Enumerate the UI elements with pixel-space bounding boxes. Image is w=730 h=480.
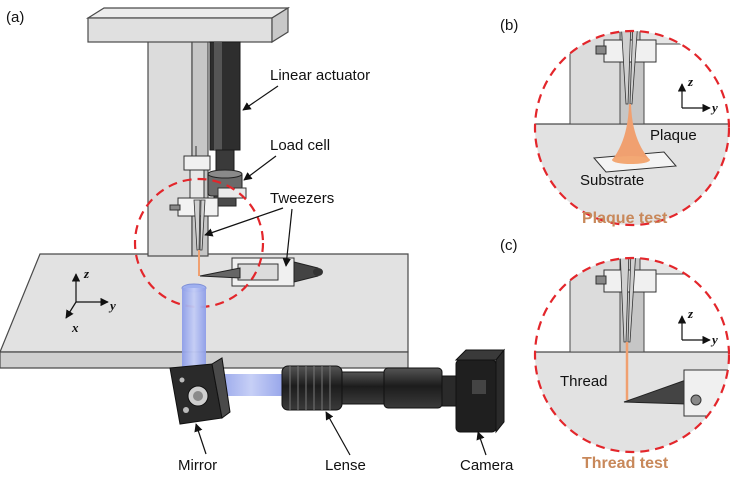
label-linear-actuator: Linear actuator [270, 67, 370, 84]
label-lense: Lense [325, 457, 366, 474]
leader-tweezers-lower [282, 208, 293, 267]
axis-y-label: y [108, 298, 116, 313]
label-tweezers: Tweezers [270, 190, 334, 207]
label-plaque: Plaque [650, 127, 697, 144]
leader-load-cell [243, 155, 277, 181]
leader-mirror [194, 423, 207, 455]
plaque-test-inset [535, 31, 729, 225]
label-thread: Thread [560, 373, 608, 390]
leader-lense [325, 411, 351, 456]
caption-thread-test: Thread test [582, 455, 669, 472]
main-coordinate-axes: z y x [65, 266, 116, 335]
thread-coordinate-axes: z y [677, 306, 718, 347]
highlight-dashed-circle [133, 177, 265, 309]
plaque-axis-y: y [710, 100, 718, 115]
axis-x-label: x [71, 320, 79, 335]
linear-actuator [209, 41, 241, 173]
panel-label-a: (a) [6, 9, 24, 26]
upper-tweezers [193, 199, 206, 276]
mirror [169, 357, 231, 425]
plaque-coordinate-axes: z y [677, 74, 718, 115]
label-mirror: Mirror [178, 457, 217, 474]
panel-label-b: (b) [500, 17, 518, 34]
plaque-dashed-circle [533, 29, 730, 227]
vertical-column [147, 39, 209, 257]
thread-axis-z: z [687, 306, 694, 321]
camera [441, 348, 506, 434]
leader-camera [476, 431, 487, 456]
leader-linear-actuator [242, 85, 279, 111]
thread-test-inset [535, 258, 729, 452]
label-camera: Camera [460, 457, 514, 474]
label-substrate: Substrate [580, 172, 644, 189]
thread-dashed-circle [533, 256, 730, 454]
panel-label-c: (c) [500, 237, 518, 254]
axis-z-label: z [83, 266, 90, 281]
leader-tweezers-upper [204, 207, 284, 237]
plaque-axis-z: z [687, 74, 694, 89]
label-load-cell: Load cell [270, 137, 330, 154]
thread-axis-y: y [710, 332, 718, 347]
caption-plaque-test: Plaque test [582, 210, 668, 227]
lens [281, 365, 443, 411]
top-crossbar [85, 6, 291, 44]
light-beam [181, 283, 286, 396]
